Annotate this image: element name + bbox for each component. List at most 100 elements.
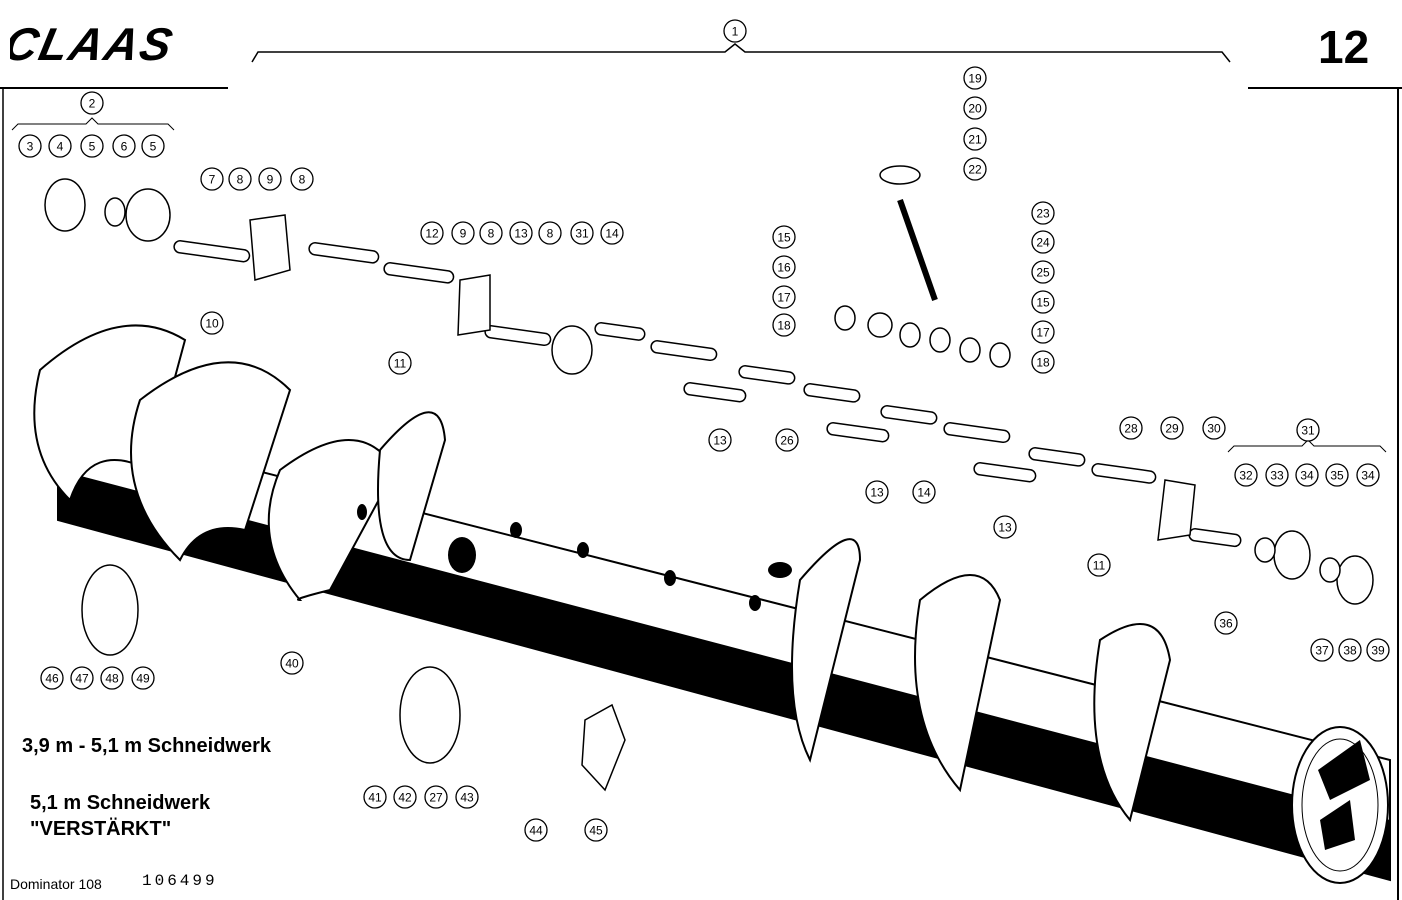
callout-circle [865, 480, 889, 504]
callout-number: 5 [150, 140, 157, 154]
callout-circle [290, 167, 314, 191]
callout-circle [388, 351, 412, 375]
callout-number: 32 [1239, 469, 1253, 483]
callout-37: 37 [1310, 638, 1334, 662]
callout-number: 11 [1093, 559, 1106, 573]
callout-circle [1325, 463, 1349, 487]
callout-number: 3 [27, 140, 34, 154]
callout-number: 14 [917, 486, 931, 500]
callout-45: 45 [584, 818, 608, 842]
callout-number: 22 [968, 163, 982, 177]
callout-circle [570, 221, 594, 245]
shaft-parts [44, 165, 1374, 792]
callout-number: 18 [1036, 356, 1050, 370]
callout-5: 5 [80, 134, 104, 158]
callout-circle [1087, 553, 1111, 577]
footer-model: Dominator 108 [10, 876, 102, 892]
callout-46: 46 [40, 666, 64, 690]
callout-number: 23 [1036, 207, 1050, 221]
callout-28: 28 [1119, 416, 1143, 440]
callout-circle [708, 428, 732, 452]
callout-number: 36 [1219, 617, 1233, 631]
callout-circle [509, 221, 533, 245]
callout-circle [200, 167, 224, 191]
callout-circle [363, 785, 387, 809]
callout-circle [228, 167, 252, 191]
callout-2: 2 [80, 91, 104, 115]
callout-3: 3 [18, 134, 42, 158]
callout-number: 30 [1207, 422, 1221, 436]
callout-9: 9 [451, 221, 475, 245]
callout-number: 12 [425, 227, 439, 241]
callout-circle [1031, 201, 1055, 225]
callout-39: 39 [1366, 638, 1390, 662]
callout-number: 26 [780, 434, 794, 448]
callout-number: 8 [488, 227, 495, 241]
callout-circle [993, 515, 1017, 539]
callout-circle [1031, 320, 1055, 344]
callout-16: 16 [772, 255, 796, 279]
callout-circle [48, 134, 72, 158]
callout-circle [420, 221, 444, 245]
callout-number: 24 [1036, 236, 1050, 250]
callout-8: 8 [228, 167, 252, 191]
callout-41: 41 [363, 785, 387, 809]
callout-number: 41 [368, 791, 382, 805]
callout-number: 34 [1300, 469, 1314, 483]
callout-5: 5 [141, 134, 165, 158]
tube-holes [357, 504, 792, 611]
callout-circle [424, 785, 448, 809]
callout-number: 2 [89, 97, 96, 111]
callout-6: 6 [112, 134, 136, 158]
callout-number: 13 [713, 434, 727, 448]
callout-circle [963, 157, 987, 181]
callout-number: 20 [968, 102, 982, 116]
callout-number: 31 [575, 227, 589, 241]
callout-number: 17 [1036, 326, 1050, 340]
callout-34: 34 [1356, 463, 1380, 487]
callout-circle [100, 666, 124, 690]
callout-circle [112, 134, 136, 158]
callout-number: 25 [1036, 266, 1050, 280]
callout-circle [1119, 416, 1143, 440]
callout-21: 21 [963, 127, 987, 151]
callout-circle [80, 134, 104, 158]
callout-31: 31 [1296, 418, 1320, 442]
header-bracket-line [251, 43, 1231, 63]
callout-19: 19 [963, 66, 987, 90]
callout-circle [70, 666, 94, 690]
callout-circle [963, 127, 987, 151]
callout-circle [131, 666, 155, 690]
callout-circle [524, 818, 548, 842]
callout-circle [772, 255, 796, 279]
callout-26: 26 [775, 428, 799, 452]
callout-23: 23 [1031, 201, 1055, 225]
callout-number: 46 [45, 672, 59, 686]
callout-number: 8 [299, 173, 306, 187]
callout-11: 11 [1087, 553, 1111, 577]
callout-32: 32 [1234, 463, 1258, 487]
callout-number: 43 [460, 791, 474, 805]
callout-circle [723, 19, 747, 43]
callout-8: 8 [479, 221, 503, 245]
callout-number: 35 [1330, 469, 1344, 483]
callout-17: 17 [1031, 320, 1055, 344]
callout-circle [40, 666, 64, 690]
callout-35: 35 [1325, 463, 1349, 487]
callout-number: 48 [105, 672, 119, 686]
callout-4: 4 [48, 134, 72, 158]
svg-text:CLAAS: CLAAS [10, 20, 179, 68]
callout-33: 33 [1265, 463, 1289, 487]
callout-number: 40 [285, 657, 299, 671]
callout-circle [1356, 463, 1380, 487]
callout-number: 21 [968, 133, 982, 147]
callout-49: 49 [131, 666, 155, 690]
callout-number: 13 [870, 486, 884, 500]
callout-47: 47 [70, 666, 94, 690]
callout-circle [1160, 416, 1184, 440]
callout-circle [18, 134, 42, 158]
callout-13: 13 [708, 428, 732, 452]
callout-circle [1366, 638, 1390, 662]
